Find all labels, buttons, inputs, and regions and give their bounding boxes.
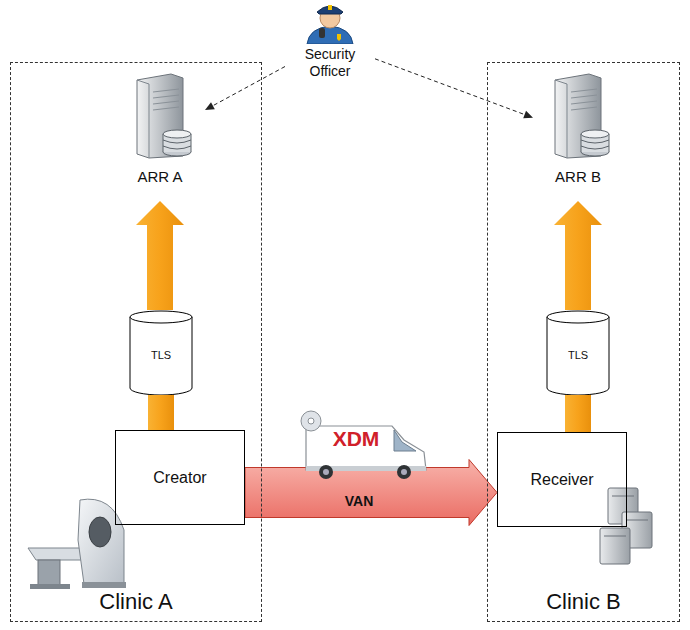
region-label: Clinic B (488, 589, 679, 615)
security-officer: Security Officer (285, 0, 375, 84)
node-label: Creator (153, 469, 206, 487)
cylinder-top (130, 311, 192, 323)
db-side (581, 134, 582, 152)
connector (148, 395, 174, 430)
process-box: Receiver (497, 432, 627, 527)
clinic-region: Clinic A ARR A TLS Creator (10, 62, 262, 622)
arrowhead (205, 102, 215, 110)
audit-record-repository: ARR A (115, 72, 205, 197)
edge-label: VAN (345, 493, 374, 509)
officer-cap (317, 6, 343, 14)
connector (205, 67, 285, 111)
cylinder-body (547, 317, 609, 395)
connector (565, 395, 591, 432)
node-label: Security Officer (293, 46, 367, 80)
tls-channel: TLS (129, 310, 193, 395)
region-label: Clinic A (11, 589, 261, 615)
node-label: TLS (129, 349, 193, 362)
cylinder-body (130, 317, 192, 395)
server-edge (555, 80, 567, 158)
connector (136, 201, 184, 310)
delivery-van (306, 426, 426, 479)
connector (245, 460, 497, 526)
db-top (163, 130, 191, 138)
officer-icon (285, 0, 375, 44)
cd-disc (301, 411, 321, 431)
server-slot (571, 101, 597, 104)
orange-arrow (136, 201, 184, 310)
process-box: Creator (115, 430, 245, 525)
node-label: ARR A (115, 168, 205, 185)
connector (375, 59, 533, 119)
node-label: ARR B (533, 168, 623, 185)
server-icon (533, 72, 623, 160)
server-slot (153, 95, 179, 98)
audit-record-repository: ARR B (533, 72, 623, 197)
officer-body (307, 26, 353, 44)
arrowhead (523, 111, 533, 119)
db-top (581, 130, 609, 138)
dashed-connector (212, 67, 285, 107)
tls-channel: TLS (546, 310, 610, 395)
node-label: TLS (546, 349, 610, 362)
db-side (609, 134, 610, 152)
van-label: XDM (318, 427, 394, 451)
connector (554, 201, 602, 310)
ct-scanner (28, 499, 126, 589)
clinic-region: Clinic B ARR B TLS Receiver (487, 62, 680, 622)
db-rings (163, 140, 191, 149)
radio (319, 28, 325, 38)
server-slot (571, 107, 597, 110)
db-side (163, 134, 164, 152)
server-slot (153, 101, 179, 104)
cap-badge (328, 5, 332, 10)
orange-arrow (554, 201, 602, 310)
van-arrow (245, 460, 497, 526)
db-rings (581, 140, 609, 149)
dashed-connector (375, 59, 526, 115)
chest-badge (337, 34, 341, 41)
server-edge (137, 80, 149, 158)
server-slot (571, 95, 597, 98)
server-stack (600, 488, 652, 564)
server-slot (153, 107, 179, 110)
orange-arrow (148, 395, 174, 430)
db-side (191, 134, 192, 152)
server-slot (571, 89, 597, 92)
cylinder-top (547, 311, 609, 323)
server-slot (153, 89, 179, 92)
node-label: Receiver (530, 471, 593, 489)
orange-arrow (565, 395, 591, 432)
server-icon (115, 72, 205, 160)
